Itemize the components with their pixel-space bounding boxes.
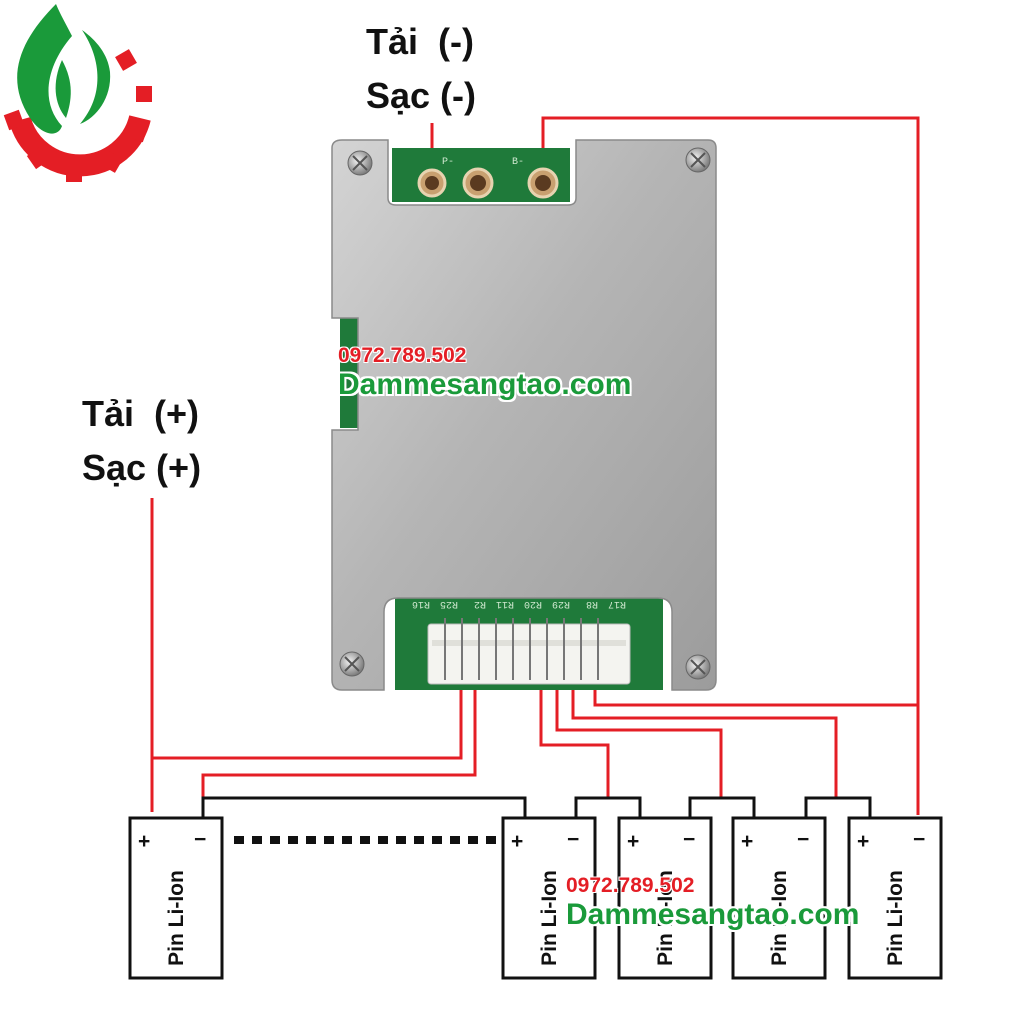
- bms-board: P- B- R16 R25 R2 R11 R20 R29 R8 R17: [331, 139, 717, 691]
- label-charge-negative: Sạc (-): [366, 75, 477, 116]
- connector-pin-label: R16: [412, 598, 430, 609]
- watermark-site: Dammesangtao.com: [338, 368, 632, 401]
- battery-minus-sign: −: [683, 828, 695, 851]
- battery-minus-sign: −: [194, 828, 206, 851]
- connector-pin-label: R8: [586, 598, 598, 609]
- pad-p-label: P-: [442, 157, 454, 168]
- series-link: [688, 796, 756, 818]
- battery-plus-sign: +: [511, 830, 523, 853]
- battery-cell: + −Pin Li-Ion: [501, 816, 597, 980]
- logo: [3, 4, 152, 182]
- series-link: [574, 796, 642, 818]
- battery-minus-sign: −: [567, 828, 579, 851]
- wire-balance-2: [201, 672, 477, 800]
- battery-plus-sign: +: [138, 830, 150, 853]
- battery-minus-sign: −: [913, 828, 925, 851]
- battery-cell-body: [501, 816, 597, 980]
- battery-minus-sign: −: [797, 828, 809, 851]
- balance-connector: [427, 618, 631, 685]
- watermark-phone: 0972.789.502: [566, 874, 695, 897]
- connector-pin-label: R17: [608, 598, 626, 609]
- logo-gear-icon: [3, 49, 152, 182]
- wire-b-negative: [541, 116, 920, 815]
- logo-flame-icon: [17, 4, 111, 134]
- battery-cell-body: [128, 816, 224, 980]
- wire-balance-3: [539, 672, 610, 798]
- battery-cell-body: [617, 816, 713, 980]
- series-links: [201, 796, 872, 844]
- battery-cell-body: [731, 816, 827, 980]
- aluminium-heatsink-plate: [331, 139, 717, 691]
- wire-balance-5: [571, 672, 838, 798]
- battery-cell: + −Pin Li-Ion: [617, 816, 713, 980]
- series-link: [804, 796, 872, 818]
- battery-cell-label: Pin Li-Ion: [538, 870, 561, 966]
- battery-cell-label: Pin Li-Ion: [654, 870, 677, 966]
- battery-cell-body: [847, 816, 943, 980]
- pad-p-minus: P-: [417, 157, 494, 199]
- battery-cell: + −Pin Li-Ion: [128, 816, 224, 980]
- wire-balance-4: [555, 672, 723, 798]
- connector-pin-label: R29: [552, 598, 570, 609]
- label-load-positive: Tải (+): [82, 393, 200, 434]
- battery-cell-label: Pin Li-Ion: [165, 870, 188, 966]
- battery-plus-sign: +: [857, 830, 869, 853]
- series-link: [201, 796, 527, 818]
- connector-pin-label: R11: [496, 598, 514, 609]
- battery-cell: + −Pin Li-Ion: [731, 816, 827, 980]
- pad-b-minus: B-: [512, 157, 559, 199]
- battery-cells: +−Pin Li-Ion+−Pin Li-Ion+−Pin Li-Ion+−Pi…: [128, 816, 943, 980]
- watermark-site: Dammesangtao.com: [566, 898, 860, 931]
- battery-cell: + −Pin Li-Ion: [847, 816, 943, 980]
- watermark-phone: 0972.789.502: [338, 344, 467, 367]
- battery-plus-sign: +: [627, 830, 639, 853]
- connector-pin-label: R25: [440, 598, 458, 609]
- label-charge-positive: Sạc (+): [82, 447, 202, 488]
- screw-icon: [339, 147, 711, 680]
- battery-cell-label: Pin Li-Ion: [768, 870, 791, 966]
- connector-pin-label: R2: [474, 598, 486, 609]
- label-load-negative: Tải (-): [366, 21, 474, 62]
- battery-cell-label: Pin Li-Ion: [884, 870, 907, 966]
- pad-b-label: B-: [512, 157, 524, 168]
- connector-pin-label: R20: [524, 598, 542, 609]
- connector-labels: R16 R25 R2 R11 R20 R29 R8 R17: [412, 598, 626, 609]
- battery-plus-sign: +: [741, 830, 753, 853]
- wire-balance-1: [152, 672, 463, 760]
